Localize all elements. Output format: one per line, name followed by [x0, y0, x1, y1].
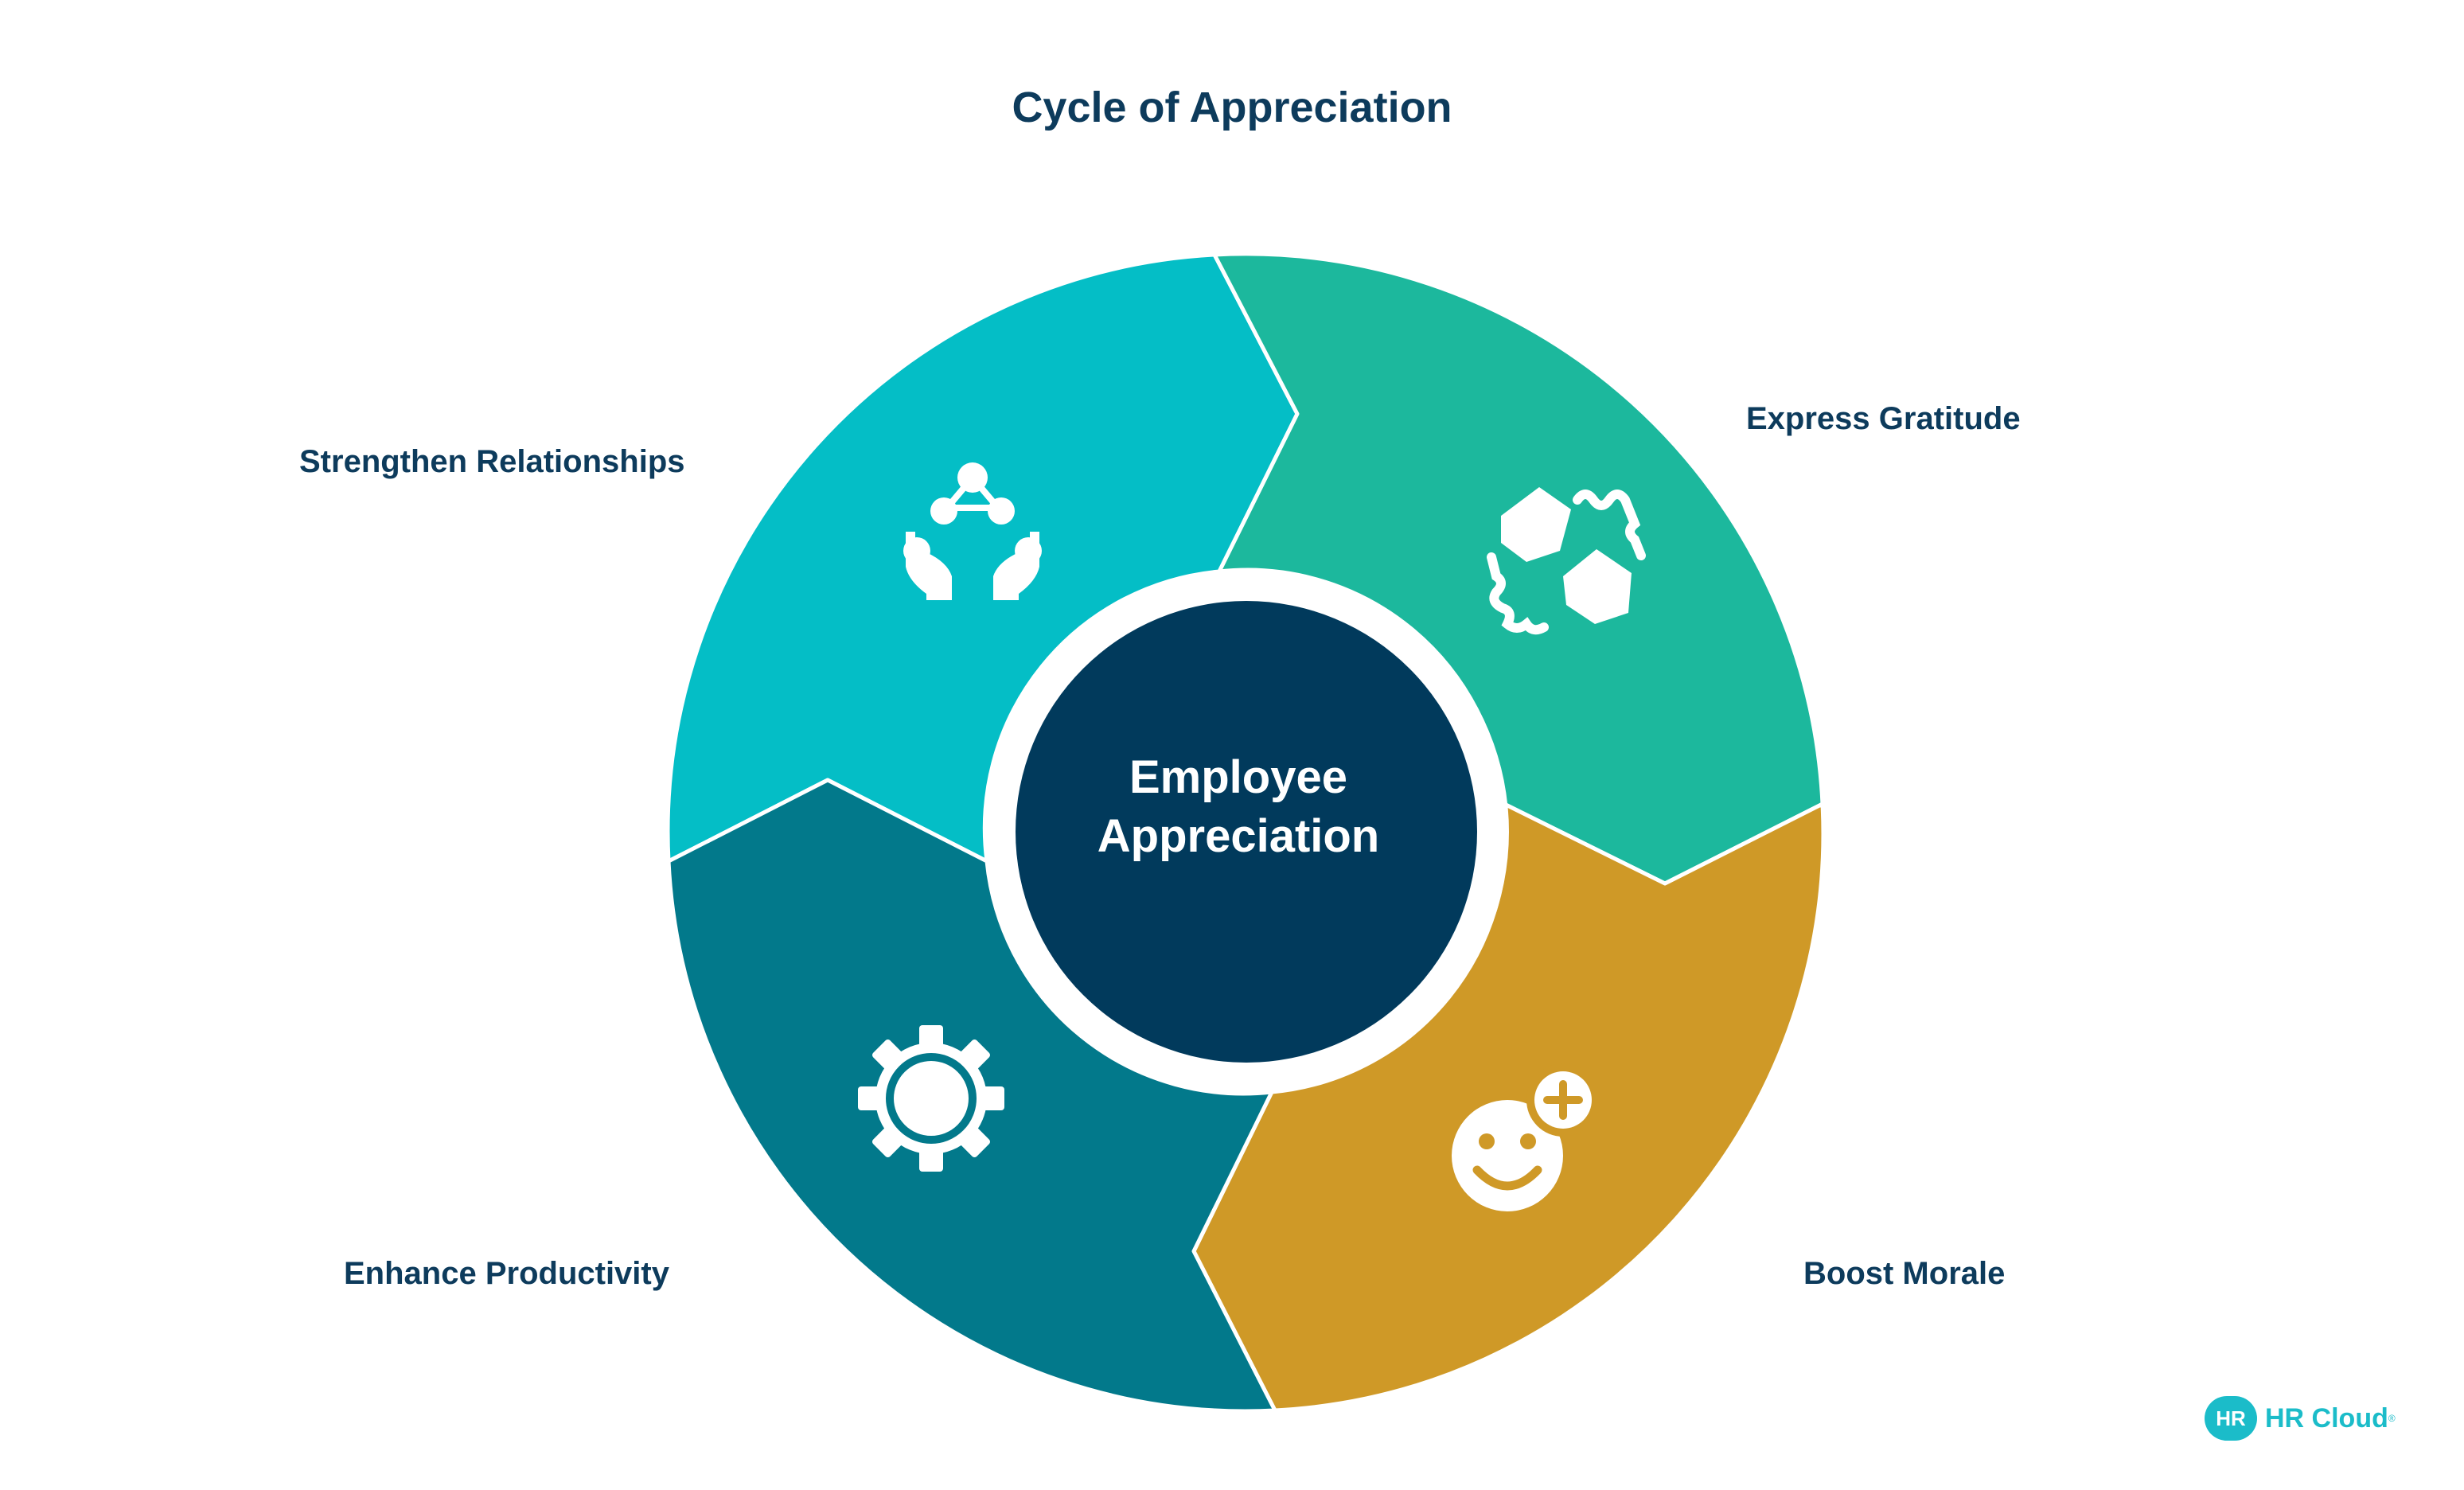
logo-registered-mark: ®: [2388, 1413, 2396, 1424]
logo-badge: HR: [2205, 1396, 2257, 1441]
label-express-gratitude: Express Gratitude: [1746, 401, 2021, 436]
hands-network-icon: [903, 462, 1042, 600]
center-circle: [1016, 601, 1477, 1063]
smiley-plus-icon: [1452, 1063, 1600, 1211]
label-strengthen-relationships: Strengthen Relationships: [299, 444, 685, 479]
label-boost-morale: Boost Morale: [1803, 1256, 2006, 1291]
handshake-icon: [1487, 487, 1646, 635]
logo-text: HR Cloud: [2265, 1402, 2388, 1433]
center-label-line2: Appreciation: [1097, 810, 1380, 862]
center-label: Employee Appreciation: [1016, 748, 1461, 866]
hr-cloud-logo: HR HR Cloud ®: [2205, 1396, 2396, 1441]
gear-trend-icon: [858, 1025, 1004, 1172]
center-label-line1: Employee: [1129, 751, 1347, 803]
segment-strengthen-relationships: [665, 252, 1300, 864]
label-enhance-productivity: Enhance Productivity: [344, 1256, 669, 1291]
diagram-title: Cycle of Appreciation: [1012, 84, 1452, 131]
